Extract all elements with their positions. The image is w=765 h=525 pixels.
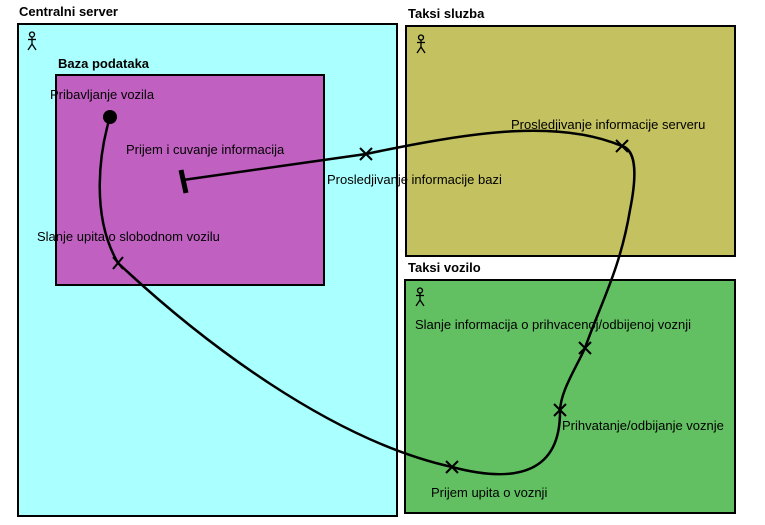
start-point[interactable] bbox=[103, 110, 117, 124]
component-taksi-sluzba[interactable]: Taksi sluzba bbox=[405, 6, 736, 257]
responsibility-point-prosledjivanje-bazi[interactable] bbox=[359, 147, 373, 161]
label-prijem-cuvanje: Prijem i cuvanje informacija bbox=[126, 142, 285, 157]
actor-icon bbox=[27, 31, 37, 51]
label-pribavljanje-vozila: Pribavljanje vozila bbox=[50, 87, 155, 102]
label-slanje-informacija: Slanje informacija o prihvacenoj/odbijen… bbox=[415, 317, 691, 332]
end-bar[interactable] bbox=[178, 169, 189, 194]
label-prosledjivanje-bazi: Prosledjivanje informacije bazi bbox=[327, 172, 502, 187]
taksi-vozilo-title: Taksi vozilo bbox=[408, 260, 481, 275]
baza-podataka-title: Baza podataka bbox=[58, 56, 150, 71]
label-prijem-upita: Prijem upita o voznji bbox=[431, 485, 547, 500]
responsibility-point-prosledjivanje-serveru[interactable] bbox=[615, 139, 629, 153]
responsibility-point-slanje-upita[interactable] bbox=[112, 256, 124, 270]
taksi-vozilo-box bbox=[404, 279, 736, 514]
taksi-sluzba-box bbox=[405, 25, 736, 257]
responsibility-point-prihvatanje[interactable] bbox=[553, 403, 567, 417]
label-slanje-upita: Slanje upita o slobodnom vozilu bbox=[37, 229, 220, 244]
actor-icon bbox=[416, 34, 426, 54]
component-taksi-vozilo[interactable]: Taksi vozilo bbox=[404, 260, 736, 514]
label-prosledjivanje-serveru: Prosledjivanje informacije serveru bbox=[511, 117, 705, 132]
taksi-sluzba-title: Taksi sluzba bbox=[408, 6, 485, 21]
label-prihvatanje: Prihvatanje/odbijanje voznje bbox=[562, 418, 724, 433]
responsibility-point-slanje-informacija[interactable] bbox=[578, 341, 592, 355]
centralni-server-title: Centralni server bbox=[19, 4, 118, 19]
actor-icon bbox=[415, 287, 425, 307]
responsibility-point-prijem-upita[interactable] bbox=[445, 460, 459, 474]
